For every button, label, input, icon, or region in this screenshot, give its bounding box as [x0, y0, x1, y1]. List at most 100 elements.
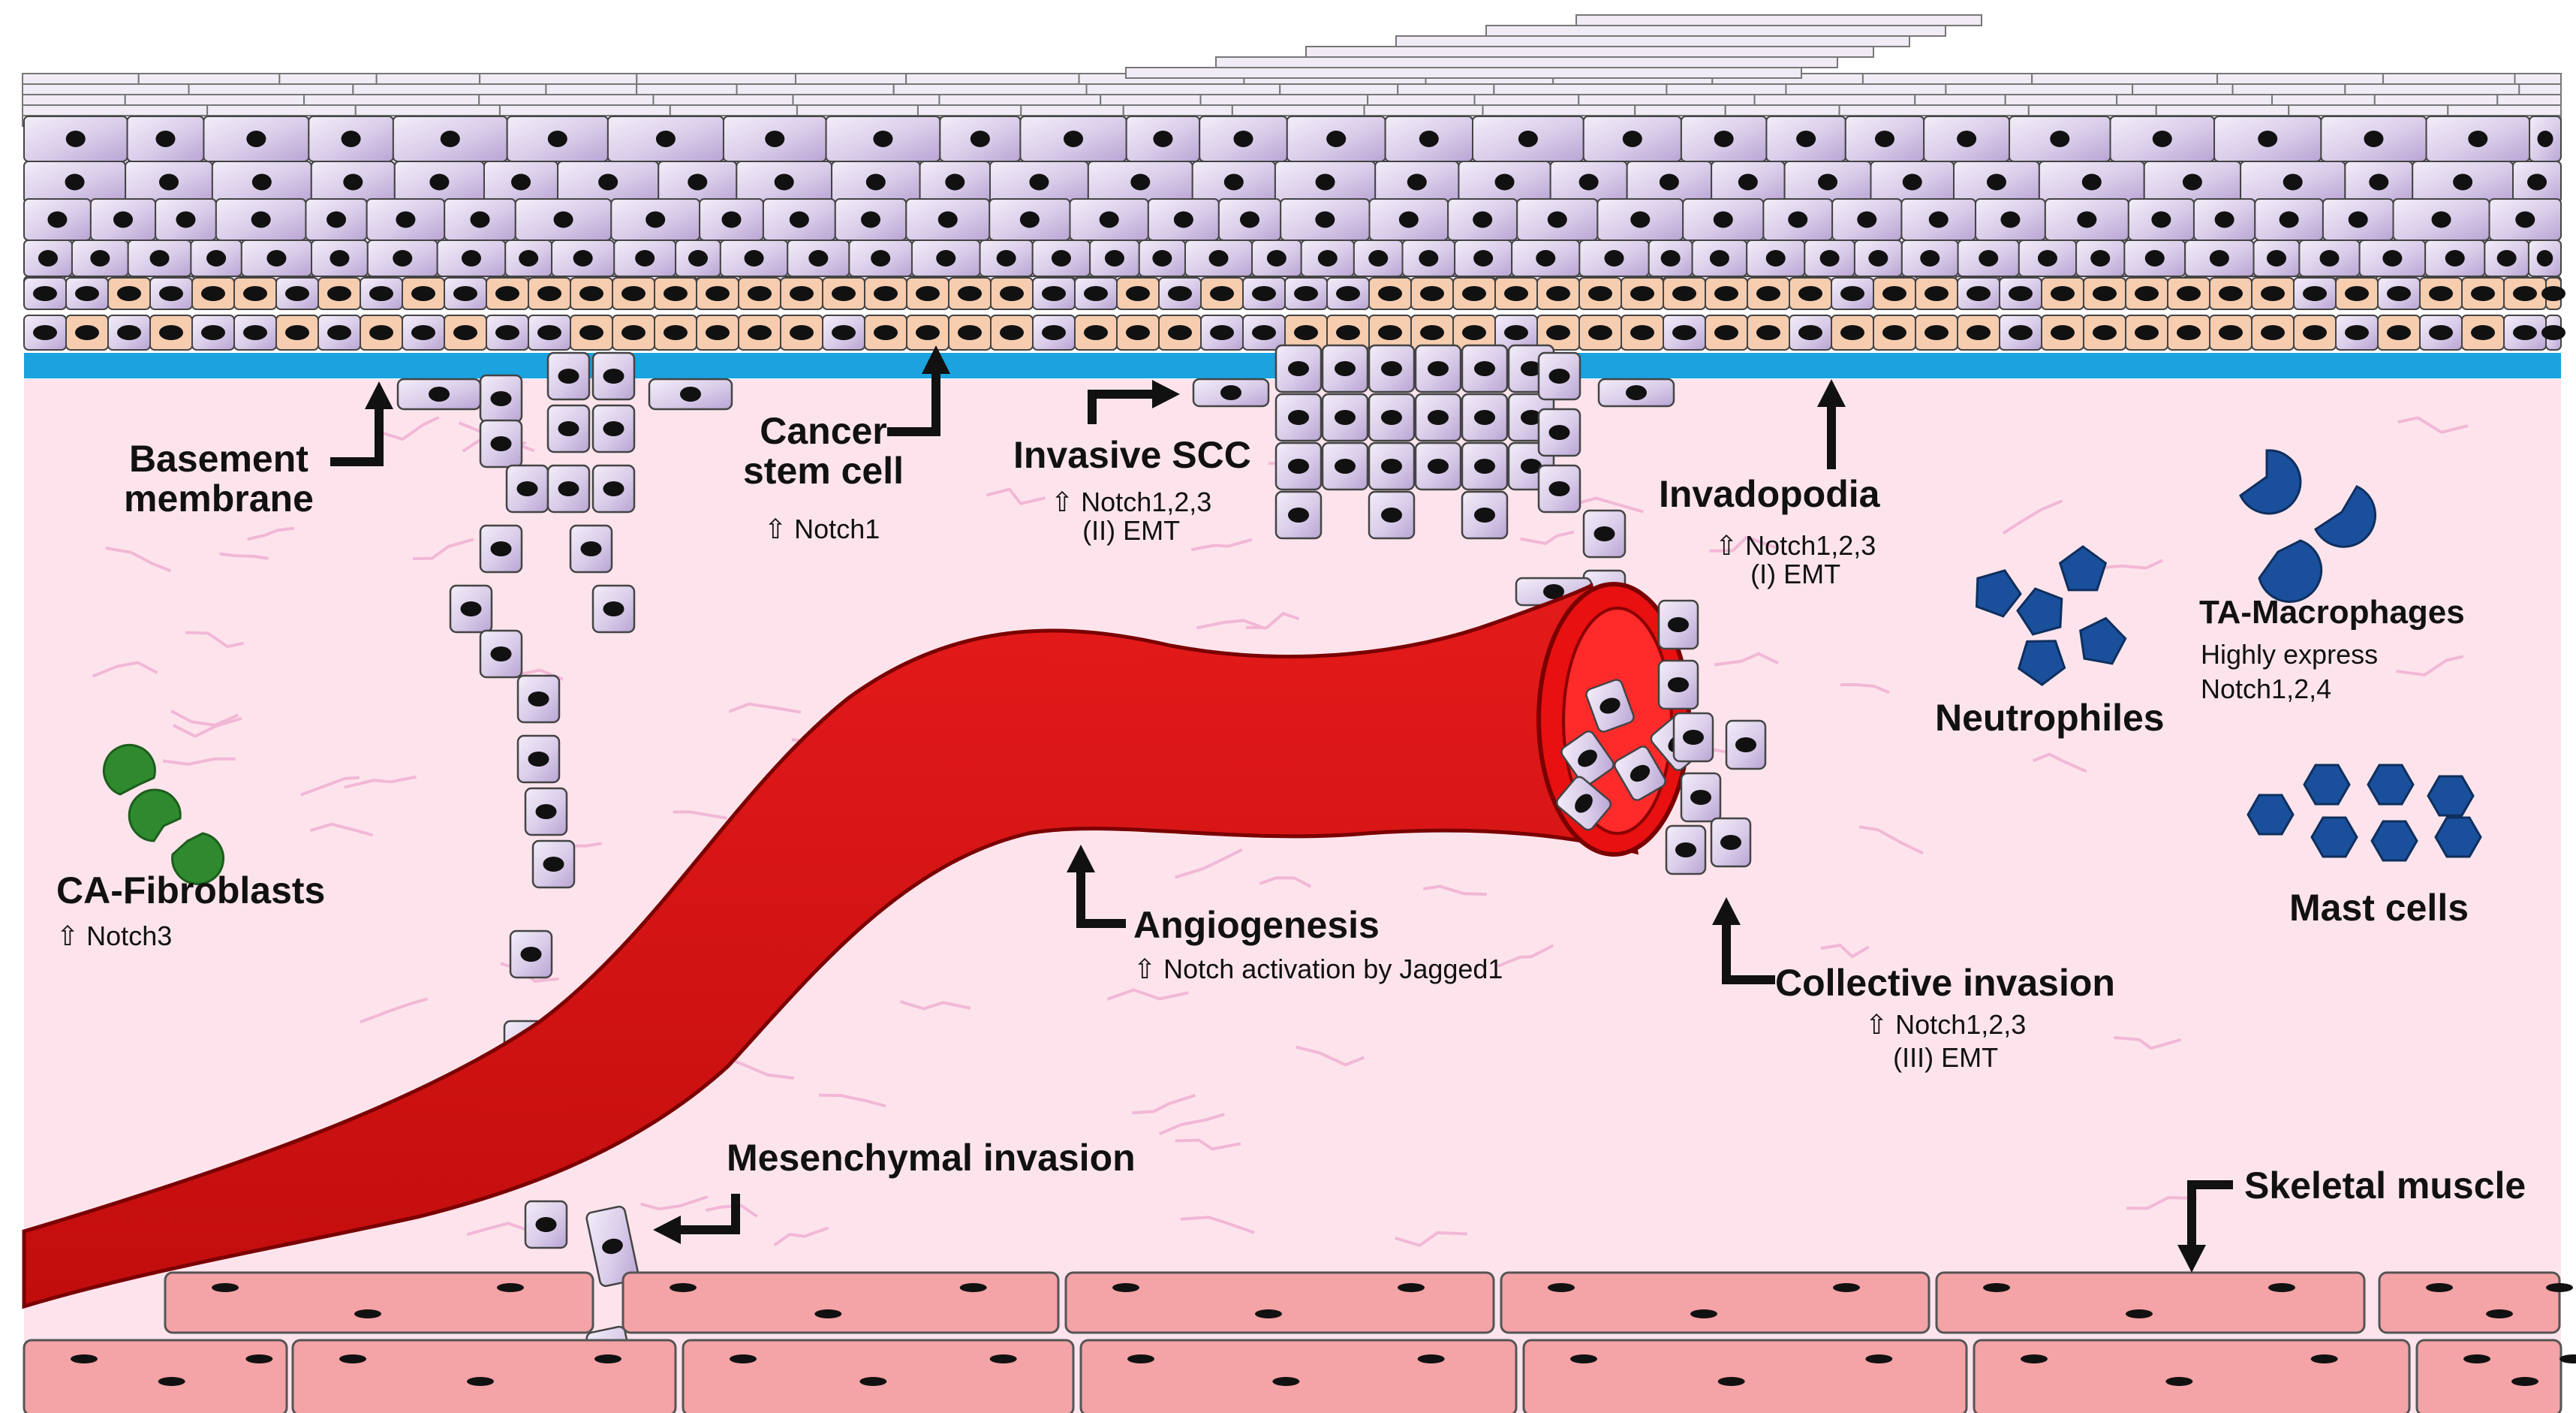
nucleus: [33, 286, 57, 301]
squame: [1020, 104, 1124, 116]
nucleus: [1378, 325, 1402, 340]
muscle-nucleus: [2559, 1354, 2576, 1363]
collagen-fiber: [773, 1226, 829, 1247]
nucleus: [1548, 369, 1570, 384]
nucleus: [2177, 286, 2201, 301]
nucleus: [543, 857, 564, 872]
mast-cell: [2310, 816, 2358, 858]
nucleus: [2471, 325, 2495, 340]
nucleus: [1714, 286, 1738, 301]
nucleus: [680, 387, 701, 402]
muscle-fiber: [291, 1339, 677, 1413]
nucleus: [2536, 250, 2553, 267]
collagen-fiber: [2101, 559, 2164, 570]
nucleus: [579, 286, 603, 301]
collective-cell: [1665, 824, 1707, 875]
label-invadopodia: Invadopodia: [1659, 473, 1880, 515]
collagen-fiber: [2397, 416, 2469, 434]
nucleus: [1000, 286, 1024, 301]
squame: [794, 73, 907, 85]
nucleus: [1546, 286, 1570, 301]
nucleus: [748, 325, 772, 340]
nucleus: [341, 131, 361, 147]
collagen-fiber: [2032, 752, 2087, 773]
nucleus: [1868, 250, 1888, 267]
collagen-fiber: [1259, 876, 1312, 888]
nucleus: [748, 286, 772, 301]
label-cancer-stem-cell: Cancer stem cell: [743, 411, 904, 490]
collagen-fiber: [162, 757, 236, 766]
collective-cell: [1555, 776, 1612, 831]
nucleus: [1536, 250, 1556, 267]
collagen-fiber: [640, 1195, 709, 1211]
collagen-fiber: [2126, 1196, 2197, 1210]
collective-cell: [1672, 712, 1714, 763]
muscle-fiber: [1973, 1339, 2411, 1413]
squame: [206, 104, 357, 116]
nucleus: [1208, 250, 1229, 267]
label-cancer-stem-cell-line2: stem cell: [743, 449, 904, 492]
nucleus: [2429, 286, 2453, 301]
nucleus: [1714, 325, 1738, 340]
muscle-fiber: [1064, 1271, 1495, 1334]
mast-cell: [2367, 764, 2415, 806]
nucleus: [1713, 211, 1733, 228]
nucleus: [285, 325, 309, 340]
muscle-nucleus: [1398, 1283, 1425, 1292]
squame: [1578, 94, 1756, 106]
collagen-fiber: [1520, 530, 1575, 546]
nucleus: [871, 250, 891, 267]
muscle-nucleus: [2546, 1283, 2573, 1292]
label-ca-fibroblasts: CA-Fibroblasts: [56, 869, 326, 911]
nucleus: [790, 286, 814, 301]
nucleus: [1756, 325, 1780, 340]
nucleus: [2050, 131, 2070, 147]
muscle-nucleus: [2463, 1354, 2490, 1363]
nucleus: [1473, 211, 1493, 228]
nucleus: [2445, 250, 2465, 267]
nucleus: [490, 436, 512, 451]
nucleus: [528, 691, 549, 706]
nucleus: [1709, 250, 1729, 267]
nucleus: [1798, 286, 1822, 301]
nucleus: [1604, 250, 1624, 267]
nucleus: [1381, 508, 1402, 523]
collagen-fiber: [1158, 1113, 1225, 1136]
squame: [22, 73, 140, 85]
squame: [1634, 104, 1726, 116]
nucleus: [1130, 173, 1151, 191]
muscle-nucleus: [670, 1283, 697, 1292]
nucleus: [1660, 250, 1681, 267]
nucleus: [327, 286, 351, 301]
nucleus: [201, 325, 225, 340]
muscle-nucleus: [158, 1377, 185, 1386]
annotation-arrows: [330, 345, 2233, 1273]
nucleus: [1928, 211, 1949, 228]
nucleus: [1042, 286, 1066, 301]
nucleus: [1326, 131, 1347, 147]
squame: [22, 104, 209, 116]
nucleus: [1521, 459, 1542, 474]
nucleus: [2093, 286, 2117, 301]
squame: [1122, 104, 1233, 116]
neutrophil: [2079, 616, 2127, 665]
muscle-nucleus: [1865, 1354, 1893, 1363]
nucleus: [1957, 131, 1977, 147]
nucleus: [2527, 173, 2547, 191]
squame: [2031, 73, 2219, 85]
squame: [1125, 67, 1802, 79]
nucleus: [1153, 131, 1173, 147]
nucleus: [38, 250, 58, 267]
nucleus: [603, 601, 624, 616]
muscle-fiber: [1500, 1271, 1930, 1334]
nucleus: [490, 391, 512, 406]
label-cancer-stem-cell-notch: ⇧ Notch1: [764, 514, 880, 544]
squame: [669, 104, 798, 116]
muscle-nucleus: [1112, 1283, 1139, 1292]
nucleus: [1967, 286, 1991, 301]
label-cancer-stem-cell-line1: Cancer: [760, 410, 887, 452]
nucleus: [1765, 250, 1786, 267]
label-ta-macrophages-line2: Notch1,2,4: [2201, 673, 2332, 704]
nucleus: [1152, 250, 1172, 267]
nucleus: [1986, 173, 2006, 191]
